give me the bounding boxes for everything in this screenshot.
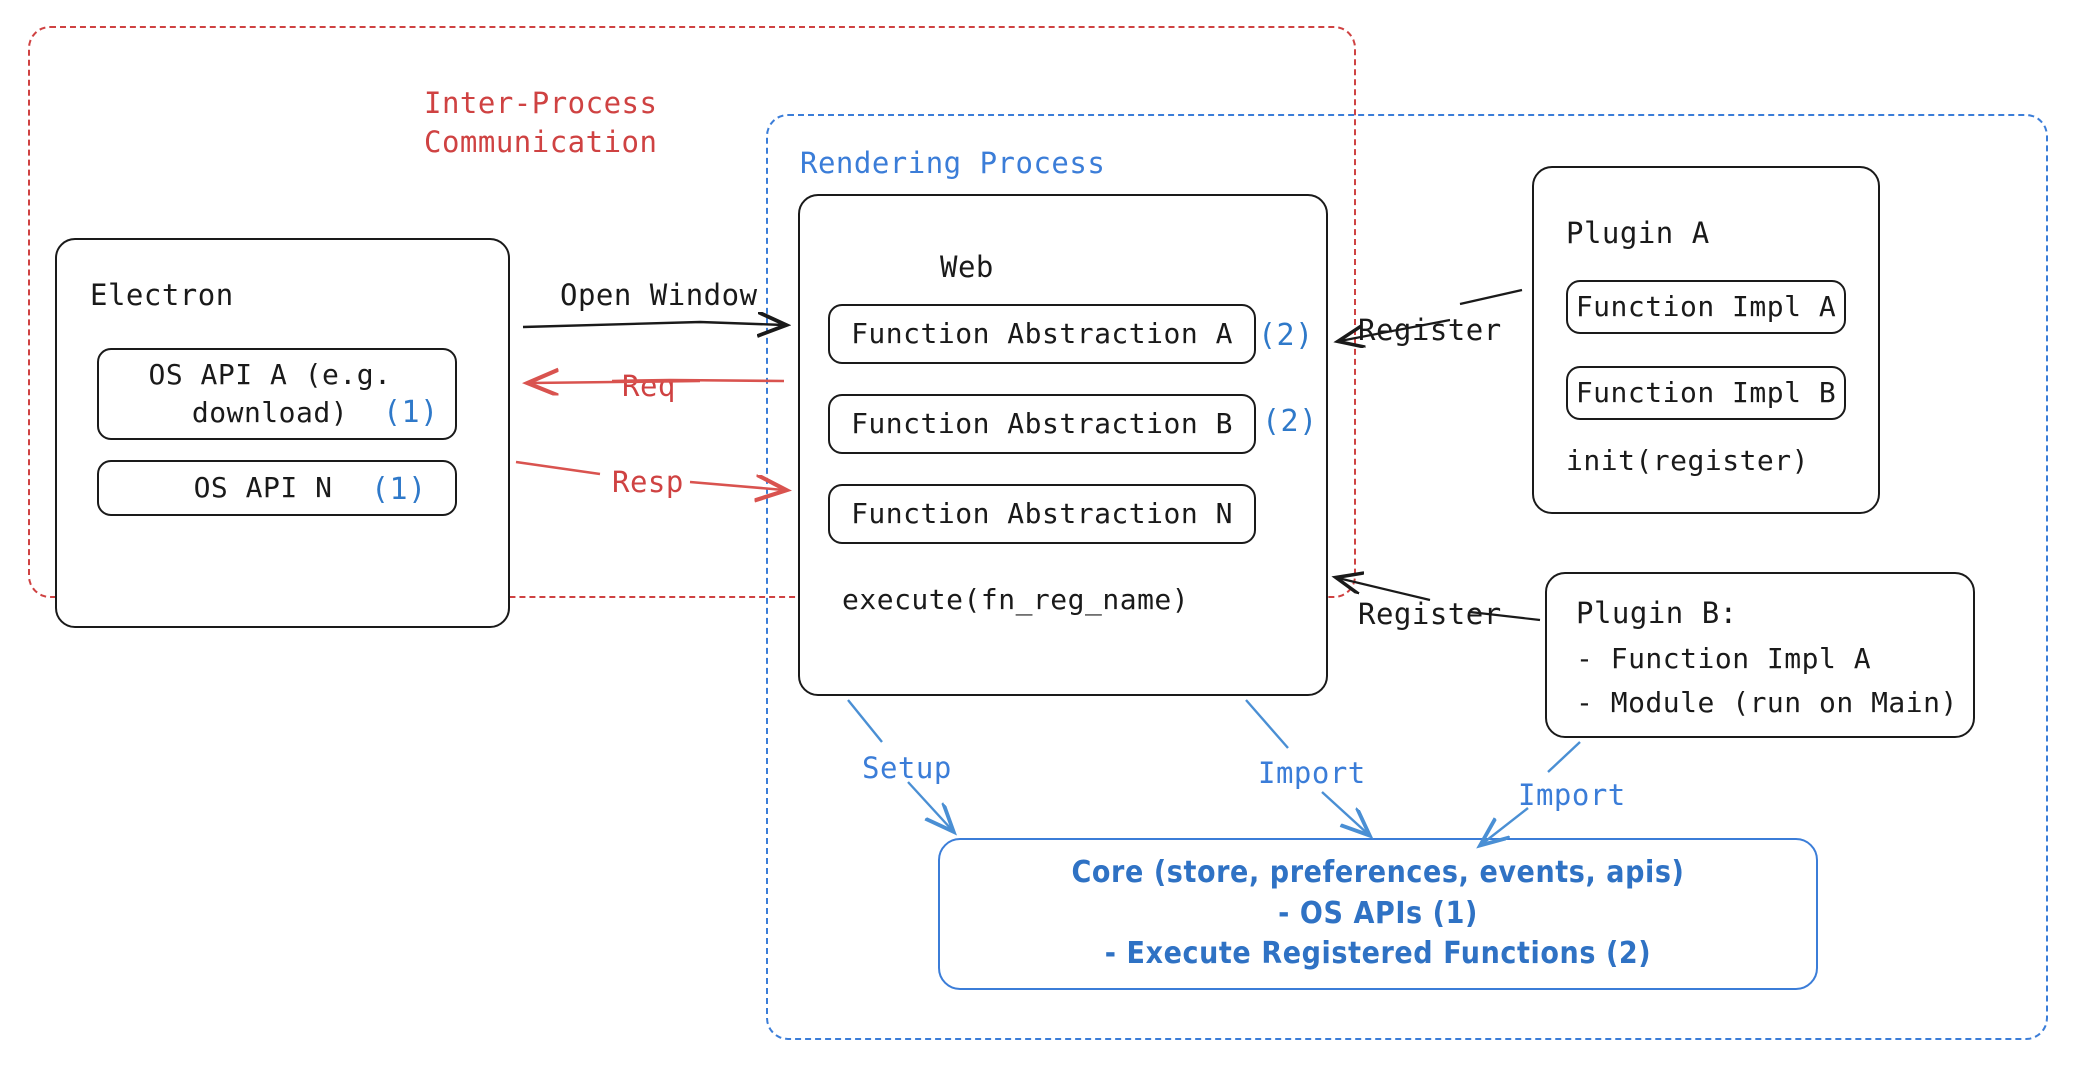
electron-title: Electron: [90, 278, 234, 312]
os-api-n-box[interactable]: OS API N: [97, 460, 457, 516]
edge-label-open-window: Open Window: [560, 278, 758, 312]
plugin-a-title: Plugin A: [1566, 216, 1710, 250]
function-abstraction-n-box[interactable]: Function Abstraction N: [828, 484, 1256, 544]
core-box: Core (store, preferences, events, apis) …: [938, 838, 1818, 990]
os-api-n-label: OS API N: [193, 471, 333, 505]
os-api-a-marker: (1): [383, 395, 439, 430]
function-abstraction-b-box[interactable]: Function Abstraction B: [828, 394, 1256, 454]
rendering-process-container: [766, 114, 2048, 1040]
web-title: Web: [940, 250, 994, 284]
function-impl-b-box[interactable]: Function Impl B: [1566, 366, 1846, 420]
function-abstraction-n-label: Function Abstraction N: [851, 497, 1233, 531]
core-line-1: Core (store, preferences, events, apis): [1071, 855, 1685, 891]
plugin-b-line-2: - Module (run on Main): [1576, 686, 1958, 719]
function-abstraction-a-box[interactable]: Function Abstraction A: [828, 304, 1256, 364]
core-line-2: - OS APIs (1): [1278, 895, 1478, 931]
edge-label-setup: Setup: [862, 751, 952, 785]
edge-label-register-a: Register: [1358, 313, 1502, 347]
function-impl-a-box[interactable]: Function Impl A: [1566, 280, 1846, 334]
edge-label-import-web: Import: [1258, 756, 1366, 790]
os-api-n-marker: (1): [371, 472, 427, 507]
plugin-a-init-label: init(register): [1566, 444, 1810, 477]
plugin-b-box: [1545, 572, 1975, 738]
core-line-3: - Execute Registered Functions (2): [1104, 936, 1652, 972]
ipc-container-title: Inter-Process Communication: [424, 86, 658, 159]
function-abstraction-a-label: Function Abstraction A: [851, 317, 1233, 351]
function-impl-a-label: Function Impl A: [1575, 290, 1837, 324]
edge-label-resp: Resp: [612, 465, 684, 499]
ipc-container: [28, 26, 1356, 598]
function-impl-b-label: Function Impl B: [1575, 376, 1837, 410]
plugin-b-line-1: - Function Impl A: [1576, 642, 1872, 675]
web-execute-label: execute(fn_reg_name): [842, 583, 1190, 616]
edge-label-register-b: Register: [1358, 597, 1502, 631]
edge-label-import-plugin-b: Import: [1518, 778, 1626, 812]
plugin-a-box: [1532, 166, 1880, 514]
function-abstraction-a-marker: (2): [1258, 318, 1314, 353]
os-api-a-box[interactable]: OS API A (e.g. download): [97, 348, 457, 440]
plugin-b-title: Plugin B:: [1576, 596, 1738, 630]
os-api-a-label: OS API A (e.g. download): [148, 358, 392, 429]
edge-label-req: Req: [622, 369, 676, 403]
function-abstraction-b-marker: (2): [1262, 404, 1318, 439]
rendering-process-title: Rendering Process: [800, 146, 1106, 180]
function-abstraction-b-label: Function Abstraction B: [851, 407, 1233, 441]
